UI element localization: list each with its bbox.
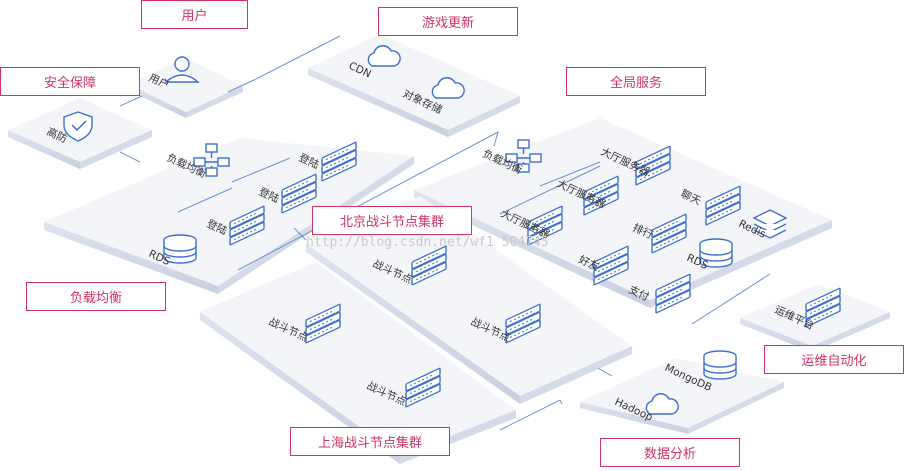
label-ops-automation: 运维自动化: [764, 345, 904, 374]
platform-game-update: [308, 34, 520, 137]
shield-icon: [63, 111, 93, 142]
label-data-analysis: 数据分析: [600, 438, 740, 467]
label-load-balance: 负载均衡: [26, 282, 166, 311]
database-icon: [703, 350, 737, 380]
label-user: 用户: [141, 0, 248, 29]
platform-user: [128, 58, 243, 118]
label-global-service: 全局服务: [566, 67, 706, 96]
redis-icon: [752, 209, 788, 239]
platform-beijing: [306, 196, 632, 404]
label-game-update: 游戏更新: [378, 7, 518, 36]
label-beijing-cluster: 北京战斗节点集群: [312, 206, 472, 235]
user-icon: [164, 56, 200, 83]
watermark-text: http://blog.csdn.net/wf1 504745: [306, 235, 549, 250]
label-shanghai-cluster: 上海战斗节点集群: [290, 427, 450, 456]
label-security: 安全保障: [0, 67, 140, 96]
